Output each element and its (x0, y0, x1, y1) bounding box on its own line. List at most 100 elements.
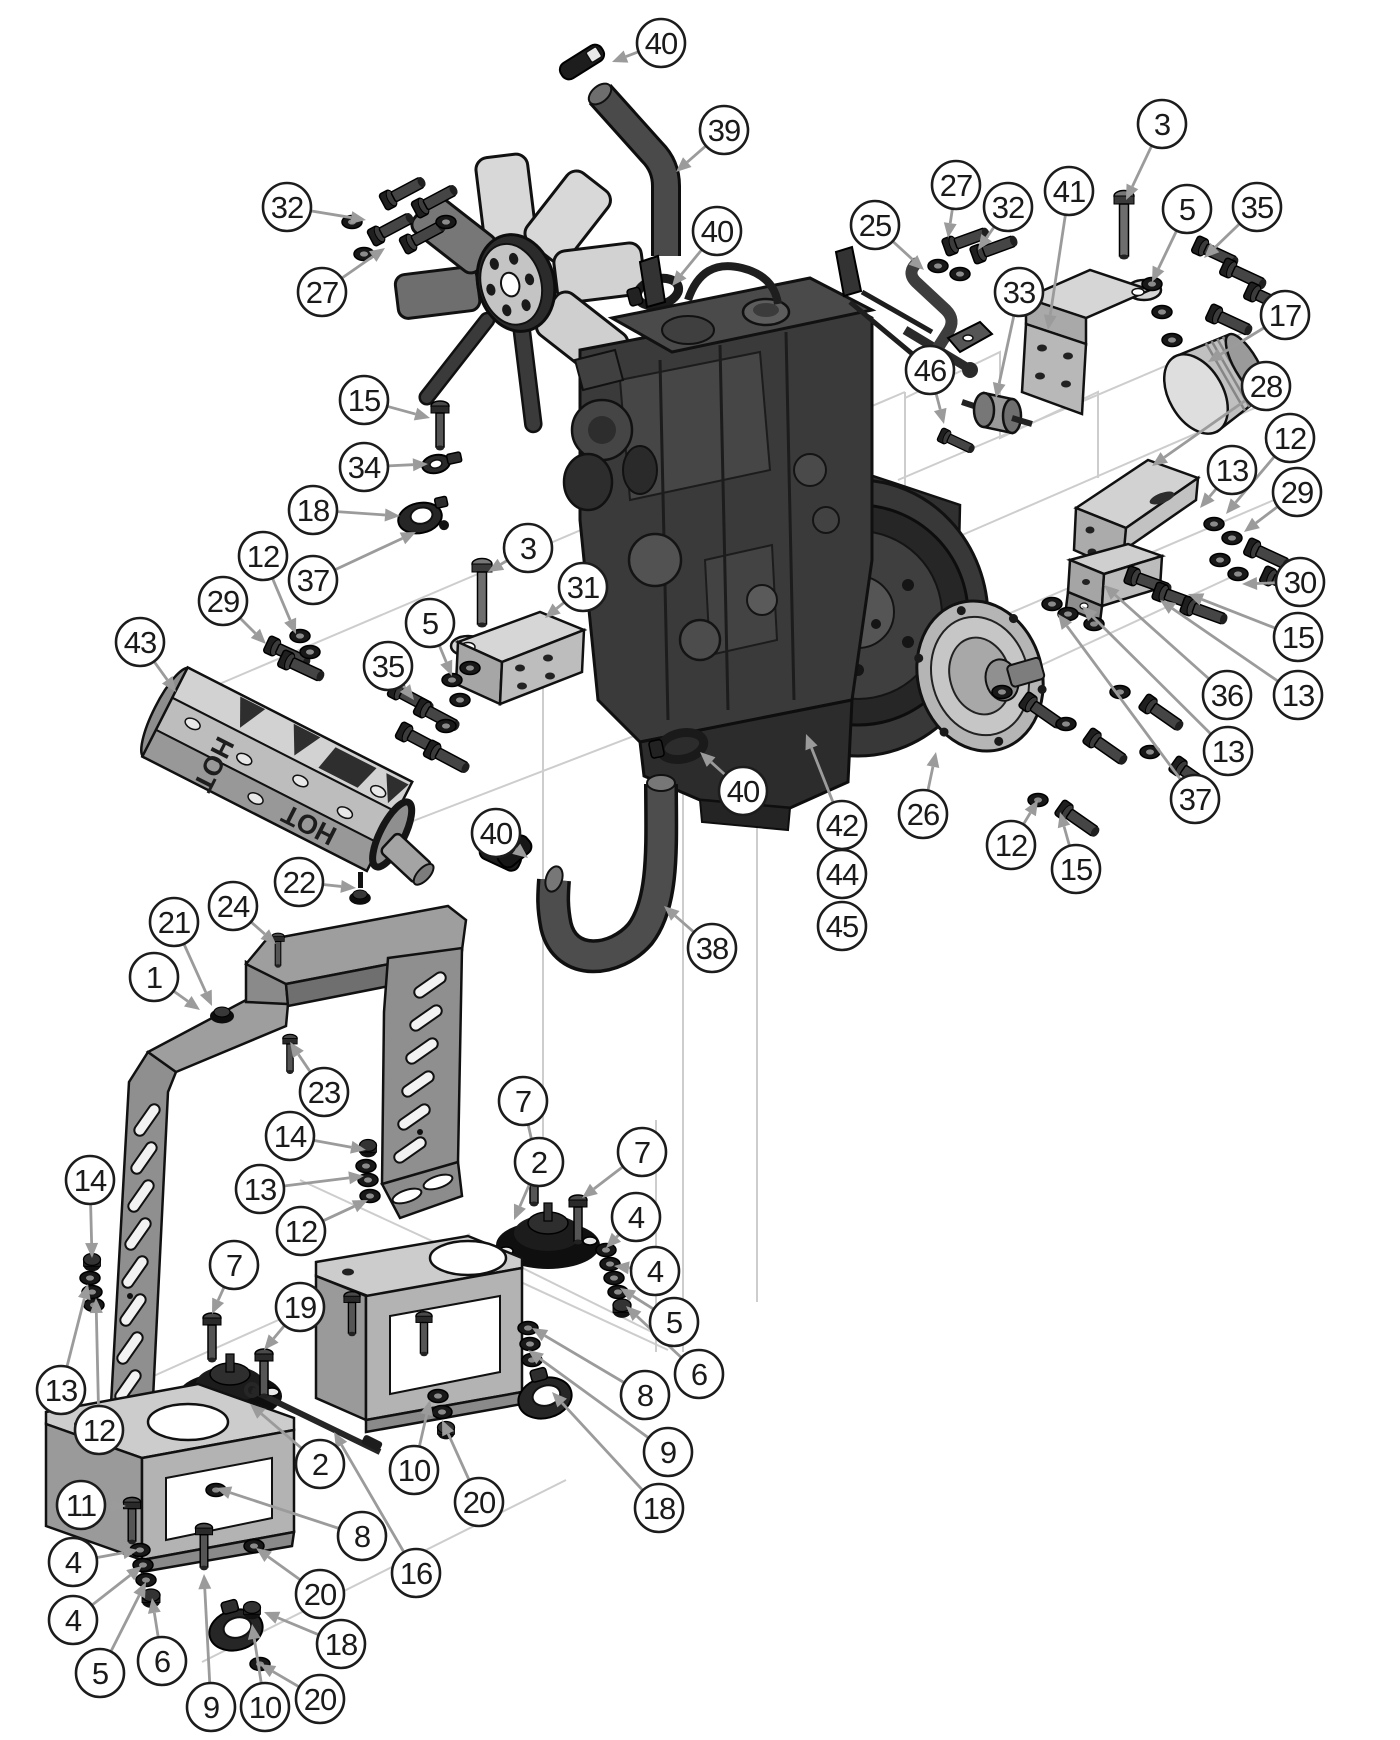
leader-line-38 (674, 914, 695, 934)
leader-arrowhead-20 (256, 1548, 272, 1563)
svg-text:23: 23 (308, 1075, 340, 1110)
svg-text:25: 25 (859, 208, 891, 243)
svg-text:3: 3 (1154, 107, 1170, 142)
leader-line-13 (65, 1298, 86, 1368)
callout-29: 29 (197, 575, 249, 627)
svg-text:5: 5 (1179, 192, 1195, 227)
clamp-18-upper (397, 495, 450, 535)
mounting-frame (101, 872, 468, 1476)
svg-text:27: 27 (940, 168, 972, 203)
exhaust-hose (536, 774, 679, 974)
callout-21: 21 (148, 896, 200, 948)
svg-text:6: 6 (691, 1357, 707, 1392)
callout-14: 14 (264, 1110, 316, 1162)
leader-line-29 (238, 616, 257, 635)
leader-line-5 (1157, 230, 1178, 270)
callout-3: 3 (1136, 98, 1188, 150)
leader-line-13 (283, 1176, 350, 1188)
leader-line-4 (91, 1574, 132, 1607)
svg-text:40: 40 (480, 816, 513, 851)
leader-arrowhead-17 (1208, 348, 1225, 362)
callout-6: 6 (136, 1635, 188, 1687)
callout-19: 19 (274, 1281, 326, 1333)
callout-44: 44 (816, 848, 868, 900)
leader-line-18 (561, 1402, 644, 1492)
svg-text:10: 10 (249, 1690, 282, 1725)
svg-text:15: 15 (348, 383, 380, 418)
leader-arrowhead-12 (351, 1200, 368, 1213)
svg-text:21: 21 (158, 905, 190, 940)
callout-27: 27 (930, 159, 982, 211)
leader-arrowhead-3 (1126, 183, 1139, 200)
leader-arrowhead-32 (978, 233, 992, 250)
svg-text:18: 18 (297, 493, 329, 528)
svg-text:30: 30 (1284, 565, 1317, 600)
svg-text:9: 9 (203, 1690, 219, 1725)
callout-40: 40 (635, 17, 687, 69)
leader-line-23 (297, 1053, 312, 1073)
callout-37: 37 (287, 554, 339, 606)
svg-text:20: 20 (304, 1577, 337, 1612)
leader-line-5 (631, 1294, 655, 1311)
leader-arrowhead-5 (440, 659, 453, 676)
leader-line-28 (1163, 398, 1248, 459)
leader-arrowhead-18 (552, 1392, 567, 1408)
leader-line-31 (555, 601, 566, 610)
callout-31: 31 (557, 561, 609, 613)
leader-line-2 (518, 1183, 531, 1207)
leader-arrowhead-40 (700, 752, 716, 767)
callout-42: 42 (816, 799, 868, 851)
svg-text:4: 4 (65, 1603, 82, 1638)
leader-line-4 (96, 1551, 124, 1560)
callout-32: 32 (261, 181, 313, 233)
leader-arrowhead-27 (368, 248, 385, 262)
svg-text:6: 6 (154, 1644, 170, 1679)
callout-9: 9 (185, 1681, 237, 1733)
leader-arrowhead-13 (1200, 492, 1215, 508)
leader-arrowhead-6 (626, 1306, 642, 1321)
leader-arrowhead-7 (212, 1297, 225, 1314)
callout-36: 36 (1201, 669, 1253, 721)
leader-line-7 (216, 1286, 226, 1301)
leader-arrowhead-8 (532, 1328, 549, 1342)
leader-line-13 (1091, 615, 1212, 736)
leader-arrowhead-16 (334, 1432, 348, 1449)
callout-15: 15 (1050, 843, 1102, 895)
leader-arrowhead-4 (126, 1566, 142, 1581)
leader-arrowhead-15 (413, 407, 430, 421)
leader-arrowhead-4 (606, 1232, 622, 1248)
svg-text:27: 27 (306, 275, 338, 310)
svg-text:18: 18 (325, 1627, 357, 1662)
callout-40: 40 (470, 807, 522, 859)
leader-line-34 (387, 463, 414, 468)
callout-12: 12 (73, 1404, 125, 1456)
callout-7: 7 (497, 1075, 549, 1127)
svg-text:8: 8 (354, 1519, 370, 1554)
callout-6: 6 (673, 1348, 725, 1400)
callout-8: 8 (619, 1369, 671, 1421)
svg-text:41: 41 (1053, 174, 1085, 209)
leader-line-9 (539, 1357, 650, 1439)
leader-arrowhead-22 (340, 879, 356, 893)
callout-10: 10 (239, 1681, 291, 1733)
svg-text:44: 44 (826, 857, 859, 892)
callout-24: 24 (207, 880, 259, 932)
svg-text:40: 40 (727, 774, 760, 809)
svg-text:38: 38 (696, 931, 728, 966)
muffler: HOT HOT (140, 665, 435, 886)
leader-line-43 (152, 660, 169, 681)
leader-arrowhead-12 (284, 617, 297, 634)
leader-line-16 (340, 1444, 406, 1553)
leader-arrowhead-29 (1244, 517, 1260, 532)
leader-line-18 (277, 1616, 320, 1637)
svg-text:5: 5 (666, 1305, 682, 1340)
leader-arrowhead-12 (1024, 800, 1038, 817)
svg-text:14: 14 (74, 1163, 107, 1198)
callout-25: 25 (849, 199, 901, 251)
leader-line-36 (1114, 593, 1211, 681)
callout-15: 15 (1272, 611, 1324, 663)
callout-27: 27 (296, 266, 348, 318)
leader-line-7 (593, 1165, 624, 1190)
svg-text:10: 10 (398, 1453, 431, 1488)
